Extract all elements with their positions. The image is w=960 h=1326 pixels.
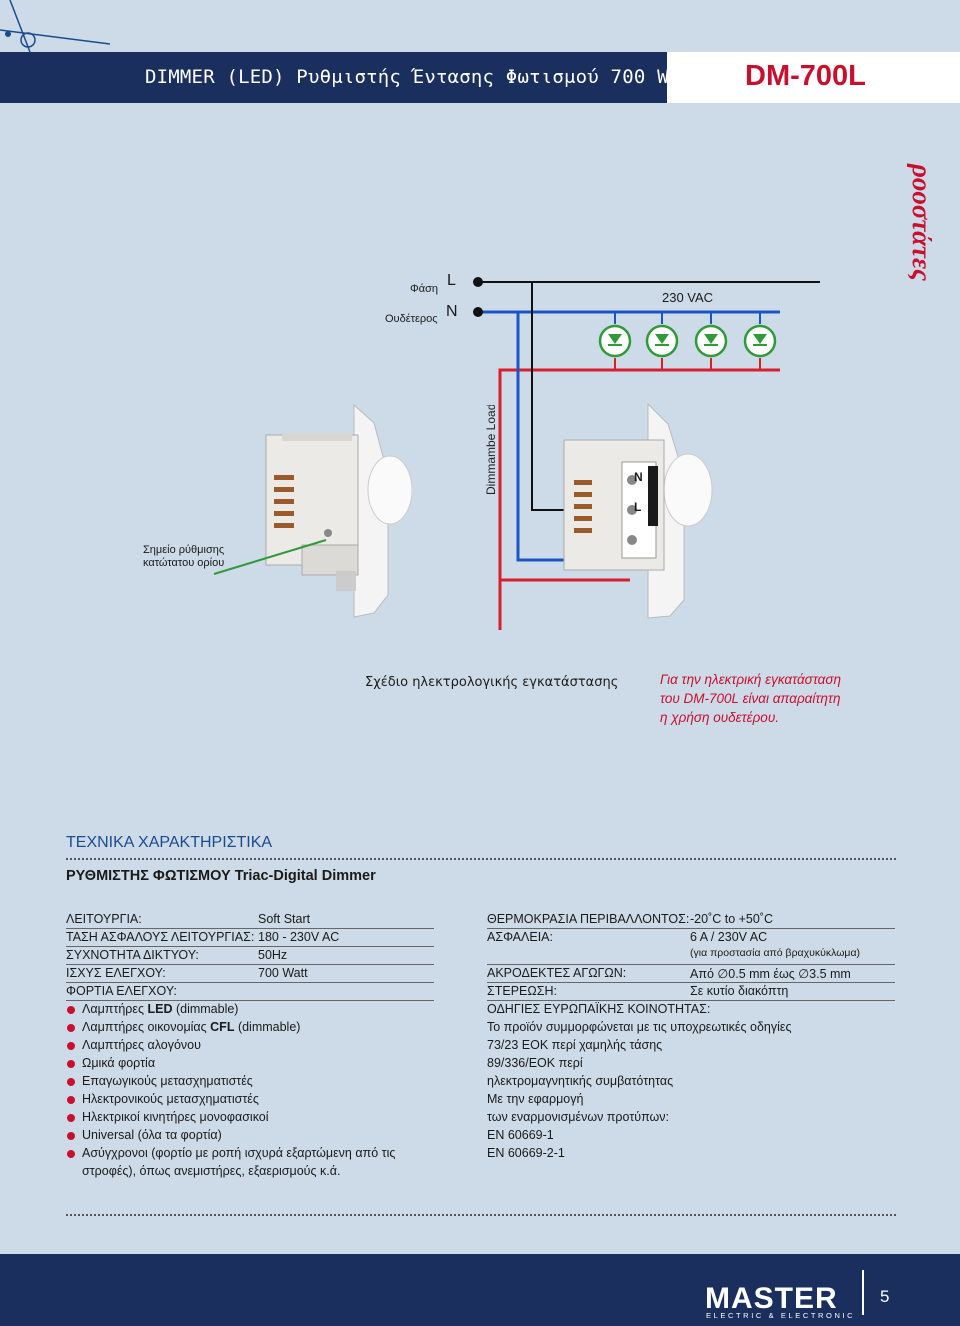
corner-decoration (0, 0, 110, 52)
eu-line: 89/336/ΕΟΚ περί (487, 1056, 583, 1070)
neutral-note-line2: του DM-700L είναι απαραίτητη (660, 691, 841, 706)
terminal-N-label: N (634, 470, 643, 484)
spec-value-frequency: 50Hz (258, 948, 288, 962)
neutral-note-line3: η χρήση ουδετέρου. (660, 710, 779, 725)
spec-label-fuse: ΑΣΦΑΛΕΙΑ: (487, 930, 553, 944)
model-box (667, 52, 960, 103)
phase-label: Φάση (410, 283, 439, 295)
voltage-label: 230 VAC (662, 290, 714, 305)
load-item: Ηλεκτρονικούς μετασχηματιστές (66, 1092, 259, 1106)
footer-divider (862, 1270, 864, 1315)
page-number: 5 (880, 1287, 890, 1306)
brand-logo: MASTER (705, 1282, 838, 1315)
spec-label-loads: ΦΟΡΤΙΑ ΕΛΕΓΧΟΥ: (66, 984, 177, 998)
line-L-label: L (447, 272, 456, 289)
row-underline (487, 928, 895, 929)
eu-line: Με την εφαρμογή (487, 1092, 584, 1106)
footer-bar (0, 1254, 960, 1326)
load-item-continuation: στροφές), όπως ανεμιστήρες, εξαερισμούς … (82, 1164, 341, 1178)
dimmable-load-label: Dimmambe Load (482, 404, 500, 497)
side-category-text: ροοστάτες (907, 163, 932, 281)
load-item: Ασύγχρονοι (φορτίο με ροπή ισχυρά εξαρτώ… (66, 1146, 395, 1160)
model-code: DM-700L (745, 60, 866, 92)
row-underline (66, 1000, 434, 1001)
spec-label-temperature: ΘΕΡΜΟΚΡΑΣΙΑ ΠΕΡΙΒΑΛΛΟΝΤΟΣ: (487, 912, 690, 926)
eu-line: των εναρμονισμένων προτύπων: (487, 1110, 670, 1124)
neutral-note: Για την ηλεκτρική εγκατάσταση του DM-700… (660, 670, 841, 727)
spec-label-frequency: ΣΥΧΝΟΤΗΤΑ ΔΙΚΤΥΟΥ: (66, 948, 199, 962)
adjust-pointer (213, 539, 327, 575)
spec-note-fuse: (για προστασία από βραχυκύκλωμα) (690, 947, 861, 959)
specs-section-title: ΤΕΧΝΙΚΑ ΧΑΡΑΚΤΗΡΙΣΤΙΚΑ (66, 834, 273, 851)
spec-value-function: Soft Start (258, 912, 311, 926)
load-item: Λαμπτήρες LED (dimmable) (66, 1002, 238, 1016)
eu-line: ηλεκτρομαγνητικής συμβατότητας (487, 1074, 674, 1088)
spec-label-eu: ΟΔΗΓΙΕΣ ΕΥΡΩΠΑΪΚΗΣ ΚΟΙΝΟΤΗΤΑΣ: (487, 1002, 711, 1016)
dimmable-load-text: Dimmambe Load (484, 405, 498, 495)
adjust-point-label: Σημείο ρύθμισης κατώτατου ορίου (143, 544, 224, 570)
load-item: Ωμικά φορτία (66, 1056, 155, 1070)
row-underline (66, 946, 434, 947)
side-category-label: ροοστάτες (907, 163, 932, 281)
spec-value-power: 700 Watt (258, 966, 308, 980)
dimmer-device-side-view (265, 403, 412, 618)
dimmer-device-terminal-view (563, 402, 713, 619)
divider-bottom (66, 1214, 896, 1216)
spec-label-power: ΙΣΧΥΣ ΕΛΕΓΧΟΥ: (66, 966, 166, 980)
spec-value-terminals: Από ∅0.5 mm έως ∅3.5 mm (690, 967, 851, 981)
load-item: Λαμπτήρες οικονομίας CFL (dimmable) (66, 1020, 300, 1034)
spec-value-fuse: 6 A / 230V AC (690, 930, 768, 944)
specs-subtitle: ΡΥΘΜΙΣΤΗΣ ΦΩΤΙΣΜΟΥ Triac-Digital Dimmer (66, 868, 376, 884)
neutral-label: Ουδέτερος (385, 313, 438, 325)
eu-line: EN 60669-1 (487, 1128, 554, 1142)
spec-label-terminals: ΑΚΡΟΔΕΚΤΕΣ ΑΓΩΓΩΝ: (487, 966, 627, 980)
terminal-L-label: L (634, 500, 642, 514)
led-lamp-icons (598, 312, 777, 370)
row-underline (66, 928, 434, 929)
spec-label-function: ΛΕΙΤΟΥΡΓΙΑ: (66, 912, 142, 926)
row-underline (66, 964, 434, 965)
row-underline (66, 982, 434, 983)
installation-caption: Σχέδιο ηλεκτρολογικής εγκατάστασης (365, 675, 619, 690)
neutral-note-line1: Για την ηλεκτρική εγκατάσταση (660, 672, 842, 687)
spec-label-mount: ΣΤΕΡΕΩΣΗ: (487, 984, 557, 998)
load-item: Λαμπτήρες αλογόνου (66, 1038, 201, 1052)
eu-line: 73/23 ΕΟΚ περί χαμηλής τάσης (487, 1038, 663, 1052)
adjust-point-line2: κατώτατου ορίου (143, 557, 225, 569)
load-item: Universal (όλα τα φορτία) (66, 1128, 222, 1142)
adjust-point-line1: Σημείο ρύθμισης (143, 544, 225, 556)
spec-value-voltage: 180 - 230V AC (258, 930, 340, 944)
load-item: Ηλεκτρικοί κινητήρες μονοφασικοί (66, 1110, 269, 1124)
divider-top (66, 858, 896, 860)
load-item: Επαγωγικούς μετασχηματιστές (66, 1074, 253, 1088)
spec-value-mount: Σε κυτίο διακόπτη (690, 984, 789, 998)
spec-label-voltage: ΤΑΣΗ ΑΣΦΑΛΟΥΣ ΛΕΙΤΟΥΡΓΙΑΣ: (66, 930, 255, 944)
brand-tagline: ELECTRIC & ELECTRONIC (706, 1311, 856, 1320)
eu-line: EN 60669-2-1 (487, 1146, 565, 1160)
header-title: DIMMER (LED) Ρυθμιστής Έντασης Φωτισμού … (145, 66, 704, 88)
row-underline (487, 964, 895, 965)
row-underline (487, 1000, 895, 1001)
eu-line: Το προϊόν συμμορφώνεται με τις υποχρεωτι… (487, 1020, 792, 1034)
spec-value-temperature: -20˚C to +50˚C (690, 912, 774, 926)
line-N-label: N (446, 303, 458, 320)
row-underline (487, 982, 895, 983)
